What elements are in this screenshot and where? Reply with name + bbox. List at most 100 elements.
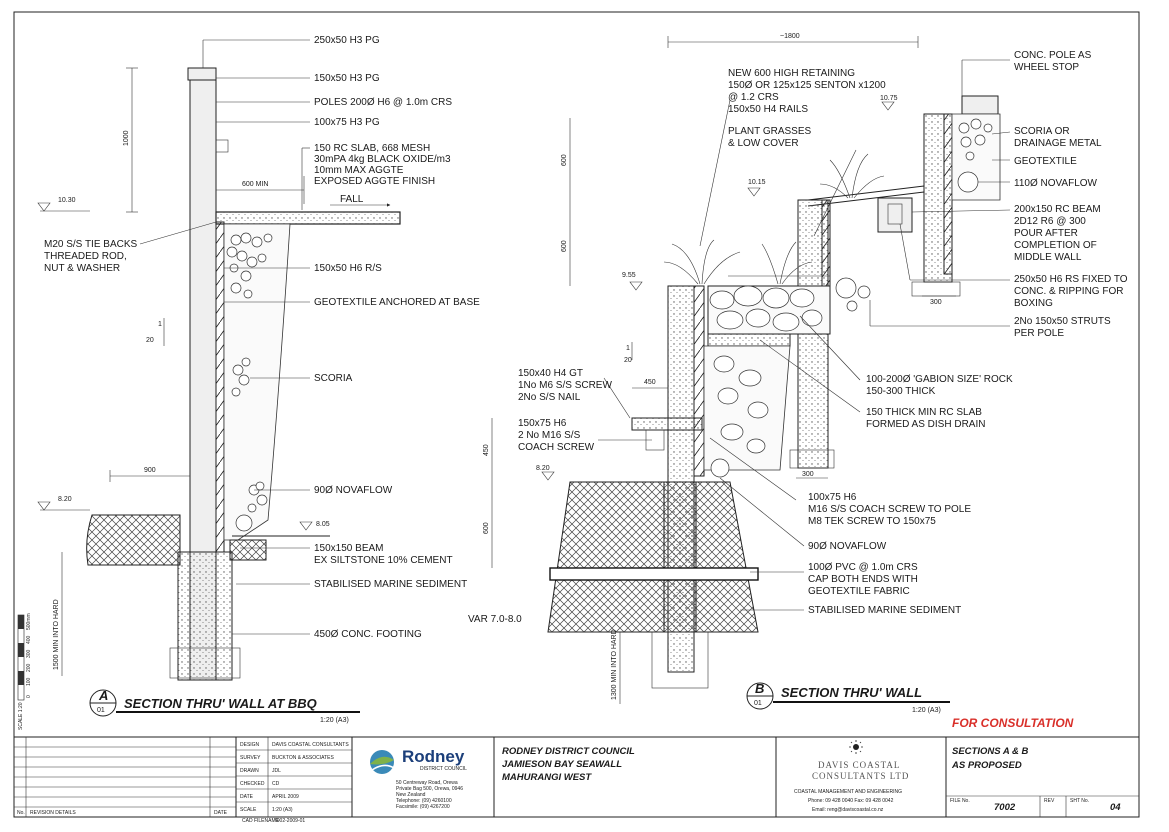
section-a-heading: SECTION THRU' WALL AT BBQ bbox=[124, 696, 317, 711]
tb-council-addr-3: New Zealand bbox=[396, 792, 426, 798]
tb-file-key: FILE No. bbox=[950, 798, 970, 804]
dim-450-horiz: 450 bbox=[644, 379, 656, 386]
dim-600-upper: 600 bbox=[561, 154, 568, 166]
section-b-heading: SECTION THRU' WALL bbox=[781, 685, 922, 700]
label-coach-screw-2: M16 S/S COACH SCREW TO POLE bbox=[808, 504, 971, 515]
tb-dcc-email: Email: reng@daviscoastal.co.nz bbox=[812, 807, 884, 813]
label-rs-b-3: BOXING bbox=[1014, 298, 1053, 309]
tb-sheet-title-1: SECTIONS A & B bbox=[952, 746, 1028, 757]
label-beam-2: EX SILTSTONE 10% CEMENT bbox=[314, 555, 453, 566]
tb-design-key: DESIGN bbox=[240, 742, 260, 748]
scale-bar-label: SCALE 1:20 bbox=[18, 702, 24, 730]
tb-rev-key: REV bbox=[1044, 798, 1055, 804]
label-tie-2: THREADED ROD, bbox=[44, 251, 127, 262]
dim-900: 900 bbox=[144, 467, 156, 474]
label-h6-2: 2 No M16 S/S bbox=[518, 430, 581, 441]
tb-sht-value: 04 bbox=[1110, 802, 1121, 813]
section-a-beam bbox=[86, 514, 181, 566]
dim-1800: ~1800 bbox=[780, 33, 800, 40]
dim-300-upper: 300 bbox=[930, 299, 942, 306]
section-a-scale: 1:20 (A3) bbox=[320, 717, 349, 724]
label-rc-beam-5: MIDDLE WALL bbox=[1014, 252, 1082, 263]
label-rc-beam-1: 200x150 RC BEAM bbox=[1014, 204, 1101, 215]
label-scoria-b-2: DRAINAGE METAL bbox=[1014, 138, 1102, 149]
label-slab-4: EXPOSED AGGTE FINISH bbox=[314, 176, 435, 187]
title-block: No. REVISION DETAILS DATE DESIGN DAVIS C… bbox=[14, 736, 1139, 824]
dim-1500-min: 1500 MIN INTO HARD bbox=[53, 599, 60, 670]
tb-revision-header: REVISION DETAILS bbox=[30, 810, 76, 816]
label-top-rail: 250x50 H3 PG bbox=[314, 35, 380, 46]
scale-bar-tick-2: 200 bbox=[26, 663, 32, 672]
tb-project-line-3: MAHURANGI WEST bbox=[502, 772, 592, 783]
tb-sheet-title-2: AS PROPOSED bbox=[951, 760, 1022, 771]
label-geotextile: GEOTEXTILE ANCHORED AT BASE bbox=[314, 297, 480, 308]
label-rs: 150x50 H6 R/S bbox=[314, 263, 382, 274]
label-sediment-b: STABILISED MARINE SEDIMENT bbox=[808, 605, 961, 616]
level-b-4: 8.20 bbox=[536, 465, 550, 472]
label-fall: FALL bbox=[340, 194, 364, 205]
slope-a-bottom: 20 bbox=[146, 337, 154, 344]
tb-project-line-1: RODNEY DISTRICT COUNCIL bbox=[502, 746, 635, 757]
label-sediment: STABILISED MARINE SEDIMENT bbox=[314, 579, 467, 590]
dim-600-min: 600 MIN bbox=[242, 181, 268, 188]
section-a-number: 01 bbox=[97, 707, 105, 714]
tb-dcc-line-3: COASTAL MANAGEMENT AND ENGINEERING bbox=[794, 789, 902, 795]
section-a-drawing: 250x50 H3 PG 150x50 H3 PG POLES 200Ø H6 … bbox=[37, 35, 480, 681]
label-slab-2: 30mPA 4kg BLACK OXIDE/m3 bbox=[314, 154, 451, 165]
label-gt-2: 1No M6 S/S SCREW bbox=[518, 380, 612, 391]
tb-dcc-phone: Phone: 09 428 0040 Fax: 09 428 0042 bbox=[808, 798, 894, 804]
level-a-2: 8.20 bbox=[58, 496, 72, 503]
label-footing: 450Ø CONC. FOOTING bbox=[314, 629, 422, 640]
scale-bar-tick-0: 0 bbox=[26, 695, 32, 698]
tb-checked-value: CD bbox=[272, 781, 280, 787]
tb-council-sub: DISTRICT COUNCIL bbox=[420, 766, 467, 772]
label-gabion-rock-2: 150-300 THICK bbox=[866, 386, 936, 397]
label-dish-slab-2: FORMED AS DISH DRAIN bbox=[866, 419, 985, 430]
scale-bar-tick-1: 100 bbox=[26, 677, 32, 686]
dim-450-vert: 450 bbox=[483, 444, 490, 456]
scale-bar-tick-3: 300 bbox=[26, 649, 32, 658]
tb-survey-key: SURVEY bbox=[240, 755, 261, 761]
label-tie-1: M20 S/S TIE BACKS bbox=[44, 239, 138, 250]
label-rc-beam-4: COMPLETION OF bbox=[1014, 240, 1097, 251]
section-b-scale: 1:20 (A3) bbox=[912, 707, 941, 714]
label-geotextile-b: GEOTEXTILE bbox=[1014, 156, 1077, 167]
tb-council-addr-2: Private Bag 500, Orewa, 0946 bbox=[396, 786, 463, 792]
tb-council-fax: Facsimile: (09) 4267200 bbox=[396, 804, 450, 810]
label-pvc-1: 100Ø PVC @ 1.0m CRS bbox=[808, 562, 918, 573]
label-dish-slab-1: 150 THICK MIN RC SLAB bbox=[866, 407, 982, 418]
scale-bar: SCALE 1:20 0 100 200 300 400 500mm bbox=[17, 613, 32, 730]
section-b-letter: B bbox=[755, 681, 764, 696]
label-rs-b-2: CONC. & RIPPING FOR bbox=[1014, 286, 1123, 297]
tb-date-key: DATE bbox=[240, 794, 254, 800]
level-a-1: 10.30 bbox=[58, 197, 76, 204]
label-scoria-b-1: SCORIA OR bbox=[1014, 126, 1070, 137]
label-retaining-1: NEW 600 HIGH RETAINING bbox=[728, 68, 855, 79]
slope-b-bottom: 20 bbox=[624, 357, 632, 364]
label-poles: POLES 200Ø H6 @ 1.0m CRS bbox=[314, 97, 452, 108]
label-gabion-rock-1: 100-200Ø 'GABION SIZE' ROCK bbox=[866, 374, 1013, 385]
label-struts-2: PER POLE bbox=[1014, 328, 1064, 339]
label-beam-1: 150x150 BEAM bbox=[314, 543, 384, 554]
tb-cad-value: 7002-2009-01 bbox=[274, 818, 305, 824]
tb-date-value: APRIL 2009 bbox=[272, 794, 299, 800]
label-pvc-3: GEOTEXTILE FABRIC bbox=[808, 586, 910, 597]
label-slab-3: 10mm MAX AGGTE bbox=[314, 165, 404, 176]
label-h6-3: COACH SCREW bbox=[518, 442, 595, 453]
level-b-3: 9.55 bbox=[622, 272, 636, 279]
section-b-footing-mass bbox=[547, 481, 759, 633]
tb-scale-value: 1:20 (A3) bbox=[272, 807, 293, 813]
label-gt-1: 150x40 H4 GT bbox=[518, 368, 583, 379]
slope-b-top: 1 bbox=[626, 345, 630, 352]
label-novaflow-90: 90Ø NOVAFLOW bbox=[808, 541, 887, 552]
tb-dcc-line-1: DAVIS COASTAL bbox=[818, 760, 900, 770]
section-b-number: 01 bbox=[754, 700, 762, 707]
label-retaining-2: 150Ø OR 125x125 SENTON x1200 bbox=[728, 80, 886, 91]
section-b-title: B 01 SECTION THRU' WALL 1:20 (A3) bbox=[746, 681, 950, 714]
tb-project-line-2: JAMIESON BAY SEAWALL bbox=[502, 759, 622, 770]
section-a-footing bbox=[177, 551, 233, 681]
level-a-3: 8.05 bbox=[316, 521, 330, 528]
tb-council-addr-1: 50 Centreway Road, Orewa bbox=[396, 780, 458, 786]
section-a-letter: A bbox=[98, 688, 108, 703]
label-coach-screw-1: 100x75 H6 bbox=[808, 492, 857, 503]
